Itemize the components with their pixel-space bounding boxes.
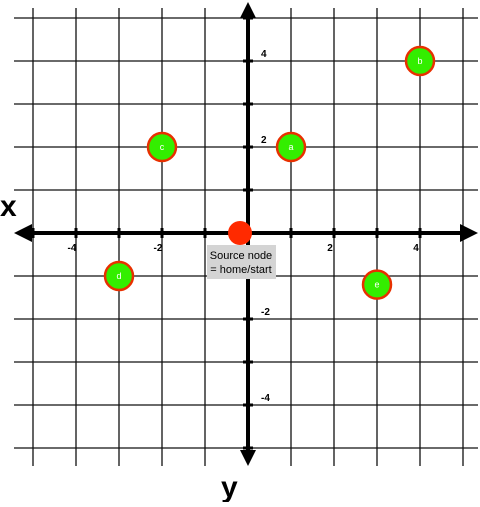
node-label: a xyxy=(288,142,293,152)
x-axis-left-arrow-icon xyxy=(14,224,32,242)
node-b[interactable]: b xyxy=(404,45,436,77)
y-axis-name: y xyxy=(221,471,238,502)
node-label: d xyxy=(116,271,121,281)
node-c[interactable]: c xyxy=(146,131,178,163)
node-circle[interactable] xyxy=(275,131,307,163)
node-a[interactable]: a xyxy=(275,131,307,163)
node-e[interactable]: e xyxy=(361,269,393,300)
node-label: c xyxy=(160,142,165,152)
source-node[interactable]: Source node = home/start xyxy=(207,221,276,279)
y-tick-label: -2 xyxy=(261,307,270,318)
source-node-label-line2: = home/start xyxy=(210,264,271,276)
x-tick-label: -4 xyxy=(68,243,77,254)
source-node-circle[interactable] xyxy=(228,221,252,245)
x-axis-name: x xyxy=(0,190,17,223)
node-label: b xyxy=(417,56,422,66)
source-node-label-box xyxy=(207,245,276,279)
y-tick-label: 2 xyxy=(261,135,267,146)
x-tick-label: 4 xyxy=(413,243,419,254)
x-tick-label: -2 xyxy=(154,243,163,254)
node-d[interactable]: d xyxy=(103,260,135,292)
y-axis-bottom-arrow-icon xyxy=(240,450,256,466)
node-circle[interactable] xyxy=(404,45,436,77)
nodes: a b c d e xyxy=(103,45,436,300)
node-circle[interactable] xyxy=(361,269,393,300)
node-circle[interactable] xyxy=(146,131,178,163)
axis-tick-marks xyxy=(31,16,465,450)
tick-labels: -4 -2 2 4 4 2 -2 -4 xyxy=(68,49,420,404)
y-tick-label: 4 xyxy=(261,49,267,60)
y-axis-top-arrow-icon xyxy=(240,2,256,18)
node-label: e xyxy=(374,280,379,290)
source-node-label-line1: Source node xyxy=(210,250,272,262)
node-circle[interactable] xyxy=(103,260,135,292)
y-tick-label: -4 xyxy=(261,393,270,404)
x-tick-label: 2 xyxy=(327,243,333,254)
